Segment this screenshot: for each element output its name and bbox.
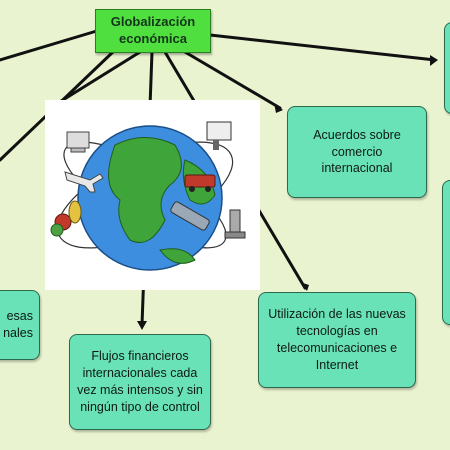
arrowhead-flujos — [137, 321, 147, 330]
arrowhead-acuerdos — [274, 103, 283, 113]
root-node-globalizacion: Globalización económica — [95, 9, 211, 53]
truck-icon — [184, 174, 216, 192]
connector-right-top — [208, 33, 437, 62]
connector-acuerdos — [183, 50, 282, 110]
node-acuerdos-comercio: Acuerdos sobre comercio internacional — [287, 106, 427, 198]
connector-globe — [48, 50, 142, 110]
airplane-icon — [64, 171, 104, 193]
globe-icon — [50, 121, 246, 271]
arrowhead-tecnologias — [300, 282, 309, 291]
robot-arm-icon — [224, 209, 246, 239]
train-icon — [170, 201, 210, 231]
node-flujos-financieros: Flujos financieros internacionales cada … — [69, 334, 211, 430]
arrowhead-right-top — [430, 55, 438, 66]
computer-icon — [66, 131, 90, 153]
building-icon — [206, 121, 232, 150]
globe-illustration — [45, 100, 260, 290]
node-empresas-partial: esas nales — [0, 290, 40, 360]
connector-left — [0, 28, 102, 62]
node-nuevas-tecnologias: Utilización de las nuevas tecnologías en… — [258, 292, 416, 388]
node-right-mid-partial — [442, 180, 450, 325]
node-right-top-partial — [444, 22, 450, 114]
fruit-icon — [50, 200, 82, 237]
